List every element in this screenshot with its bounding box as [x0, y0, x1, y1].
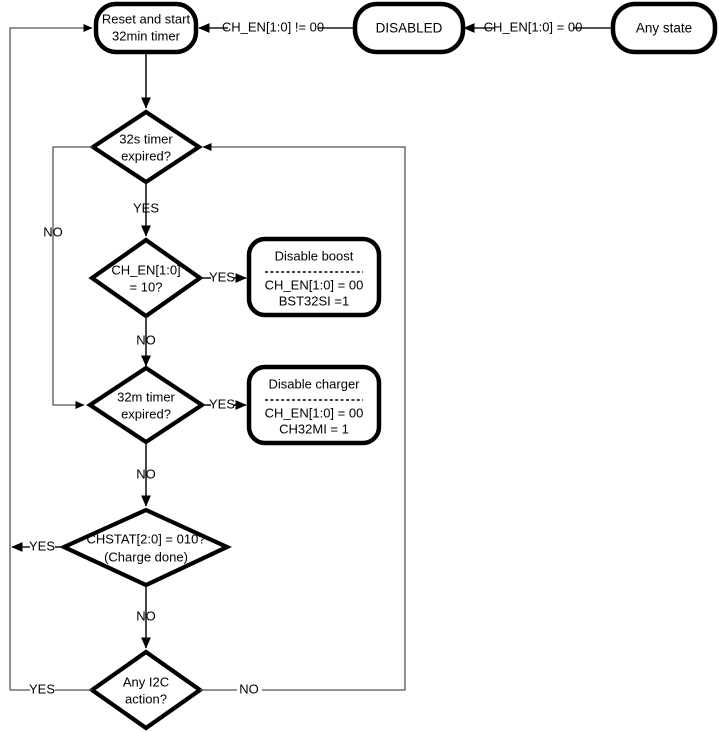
node-decision-32s-timer[interactable]: 32s timer expired? [89, 109, 203, 185]
node-decision-32m-timer[interactable]: 32m timer expired? [86, 365, 206, 445]
edge-label-32m-yes: YES [209, 396, 235, 411]
node-reset-start-line1: Reset and start [102, 11, 191, 26]
edge-label-32s-no: NO [43, 224, 63, 239]
edge-disabled-to-reset: CH_EN[1:0] != 00 [198, 19, 353, 34]
edge-label-i2c-yes: YES [29, 681, 55, 696]
node-32s-timer-line1: 32s timer [119, 131, 173, 146]
edge-32s-yes: YES [133, 182, 159, 237]
node-any-state-label: Any state [636, 21, 692, 36]
node-i2c-line2: action? [125, 691, 167, 706]
node-disable-charger[interactable]: Disable charger CH_EN[1:0] = 00 CH32MI =… [246, 364, 382, 446]
node-decision-chstat[interactable]: CHSTAT[2:0] = 010? (Charge done) [58, 507, 232, 588]
node-disabled-label: DISABLED [376, 21, 443, 36]
node-any-state[interactable]: Any state [610, 1, 718, 55]
node-disable-boost-title: Disable boost [275, 248, 354, 263]
node-disabled[interactable]: DISABLED [352, 1, 466, 55]
node-disable-boost-line1: CH_EN[1:0] = 00 [265, 277, 364, 292]
node-disable-boost[interactable]: Disable boost CH_EN[1:0] = 00 BST32SI =1 [246, 236, 382, 318]
edge-left-return-rail [9, 23, 93, 690]
node-chstat-line1: CHSTAT[2:0] = 010? [86, 531, 205, 546]
edge-label-chen-yes: YES [209, 269, 235, 284]
edge-label-chstat-yes: YES [29, 538, 55, 553]
node-disable-charger-line1: CH_EN[1:0] = 00 [265, 405, 364, 420]
edge-label-chstat-no: NO [136, 608, 156, 623]
edge-chstat-yes: YES [11, 538, 64, 553]
edge-label-32s-yes: YES [133, 200, 159, 215]
edge-chen-no: NO [136, 316, 156, 367]
node-disable-charger-title: Disable charger [268, 376, 360, 391]
edge-chstat-no: NO [136, 585, 156, 649]
node-chen-line1: CH_EN[1:0] [111, 262, 180, 277]
edge-any-state-to-disabled: CH_EN[1:0] = 00 [463, 19, 611, 34]
edge-32s-no: NO [43, 146, 93, 410]
node-chstat-line2: (Charge done) [104, 549, 188, 564]
node-32s-timer-line2: expired? [121, 148, 171, 163]
node-reset-start-timer[interactable]: Reset and start 32min timer [93, 1, 199, 55]
edge-label-32m-no: NO [136, 466, 156, 481]
node-32m-timer-line1: 32m timer [117, 389, 175, 404]
node-disable-charger-line2: CH32MI = 1 [279, 421, 349, 436]
edge-label-any-to-disabled: CH_EN[1:0] = 00 [484, 19, 583, 34]
edge-i2c-yes: YES [10, 681, 92, 696]
edge-chen-yes: YES [200, 269, 247, 284]
edge-label-i2c-no: NO [239, 681, 259, 696]
node-reset-start-line2: 32min timer [112, 28, 181, 43]
edge-label-chen-no: NO [136, 332, 156, 347]
node-chen-line2: = 10? [130, 279, 163, 294]
node-i2c-line1: Any I2C [123, 674, 169, 689]
node-decision-chen[interactable]: CH_EN[1:0] = 10? [88, 237, 204, 319]
node-disable-boost-line2: BST32SI =1 [279, 293, 349, 308]
edge-i2c-no: NO [200, 142, 406, 696]
node-decision-i2c[interactable]: Any I2C action? [88, 649, 204, 731]
node-32m-timer-line2: expired? [121, 406, 171, 421]
edge-32m-no: NO [136, 442, 156, 507]
edge-32m-yes: YES [202, 396, 247, 411]
edge-label-disabled-to-reset: CH_EN[1:0] != 00 [222, 19, 324, 34]
